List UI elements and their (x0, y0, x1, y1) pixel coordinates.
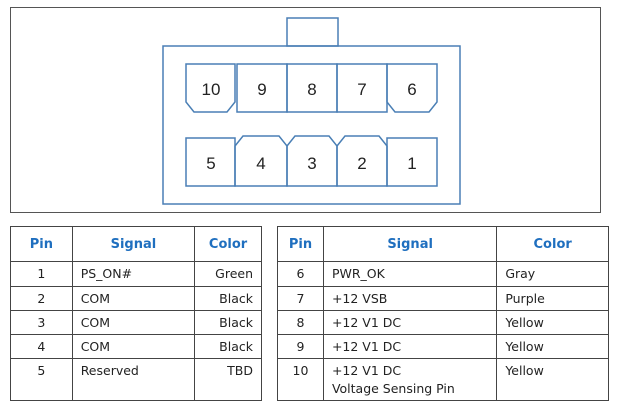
pin-9: 9 (236, 63, 288, 113)
signal-cell: +12 V1 DC (322, 334, 498, 359)
table-row: 10 +12 V1 DC Voltage Sensing Pin Yellow (277, 358, 609, 401)
bottom-row-pins: 5 4 3 2 1 (185, 135, 438, 187)
top-row-pins: 10 9 8 7 6 (185, 63, 438, 113)
color-cell: Black (194, 334, 262, 359)
pin-6: 6 (386, 63, 438, 113)
connector-diagram: 10 9 8 7 6 5 (10, 7, 601, 213)
signal-cell: +12 VSB (322, 286, 498, 311)
pin-2-label: 2 (357, 154, 366, 173)
pin-table-left: Pin Signal Color 1 PS_ON# Green 2 COM Bl… (10, 226, 262, 401)
pin-3: 3 (286, 135, 338, 187)
table-header-row: Pin Signal Color (277, 226, 609, 262)
signal-cell: COM (71, 310, 196, 335)
pin-table-right: Pin Signal Color 6 PWR_OK Gray 7 +12 VSB… (277, 226, 609, 401)
color-header: Color (496, 226, 609, 262)
signal-cell: PS_ON# (71, 261, 196, 287)
pin-5-label: 5 (206, 154, 215, 173)
table-row: 8 +12 V1 DC Yellow (277, 310, 609, 335)
table-row: 1 PS_ON# Green (10, 261, 262, 287)
color-cell: TBD (194, 358, 262, 401)
color-cell: Yellow (496, 310, 609, 335)
signal-line-2: Voltage Sensing Pin (331, 381, 455, 396)
pin-cell: 8 (277, 310, 324, 335)
color-header: Color (194, 226, 262, 262)
connector-svg: 10 9 8 7 6 5 (162, 17, 461, 205)
table-row: 4 COM Black (10, 334, 262, 359)
pin-10-label: 10 (202, 80, 221, 99)
pin-1: 1 (386, 137, 438, 187)
pin-cell: 9 (277, 334, 324, 359)
signal-line-1: +12 V1 DC (331, 363, 402, 378)
pin-cell: 1 (10, 261, 73, 287)
pin-3-label: 3 (307, 154, 316, 173)
signal-cell: COM (71, 334, 196, 359)
connector-latch (286, 17, 339, 47)
pin-2: 2 (336, 135, 388, 187)
signal-cell: +12 V1 DC Voltage Sensing Pin (322, 358, 498, 401)
signal-cell: PWR_OK (322, 261, 498, 287)
color-cell: Purple (496, 286, 609, 311)
color-cell: Yellow (496, 358, 609, 401)
pin-cell: 2 (10, 286, 73, 311)
pin-cell: 5 (10, 358, 73, 401)
signal-cell: +12 V1 DC (322, 310, 498, 335)
table-row: 6 PWR_OK Gray (277, 261, 609, 287)
connector-housing (162, 45, 461, 205)
table-row: 3 COM Black (10, 310, 262, 335)
pin-7-label: 7 (357, 80, 366, 99)
table-row: 7 +12 VSB Purple (277, 286, 609, 311)
color-cell: Yellow (496, 334, 609, 359)
pin-8: 8 (286, 63, 338, 113)
pin-8-label: 8 (307, 80, 316, 99)
table-row: 9 +12 V1 DC Yellow (277, 334, 609, 359)
pin-cell: 7 (277, 286, 324, 311)
table-row: 2 COM Black (10, 286, 262, 311)
color-cell: Green (194, 261, 262, 287)
pin-header: Pin (277, 226, 324, 262)
signal-header: Signal (322, 226, 498, 262)
pin-header: Pin (10, 226, 73, 262)
table-header-row: Pin Signal Color (10, 226, 262, 262)
color-cell: Black (194, 286, 262, 311)
signal-cell: Reserved (71, 358, 196, 401)
pin-4: 4 (234, 135, 288, 187)
table-row: 5 Reserved TBD (10, 358, 262, 401)
signal-cell: COM (71, 286, 196, 311)
pin-5: 5 (185, 137, 236, 187)
color-cell: Gray (496, 261, 609, 287)
pin-cell: 6 (277, 261, 324, 287)
pin-cell: 3 (10, 310, 73, 335)
pin-cell: 10 (277, 358, 324, 401)
color-cell: Black (194, 310, 262, 335)
pin-9-label: 9 (257, 80, 266, 99)
pin-6-label: 6 (407, 80, 416, 99)
pin-10: 10 (185, 63, 236, 113)
pin-4-label: 4 (256, 154, 265, 173)
pin-1-label: 1 (407, 154, 416, 173)
signal-header: Signal (71, 226, 196, 262)
pin-7: 7 (336, 63, 388, 113)
pin-cell: 4 (10, 334, 73, 359)
